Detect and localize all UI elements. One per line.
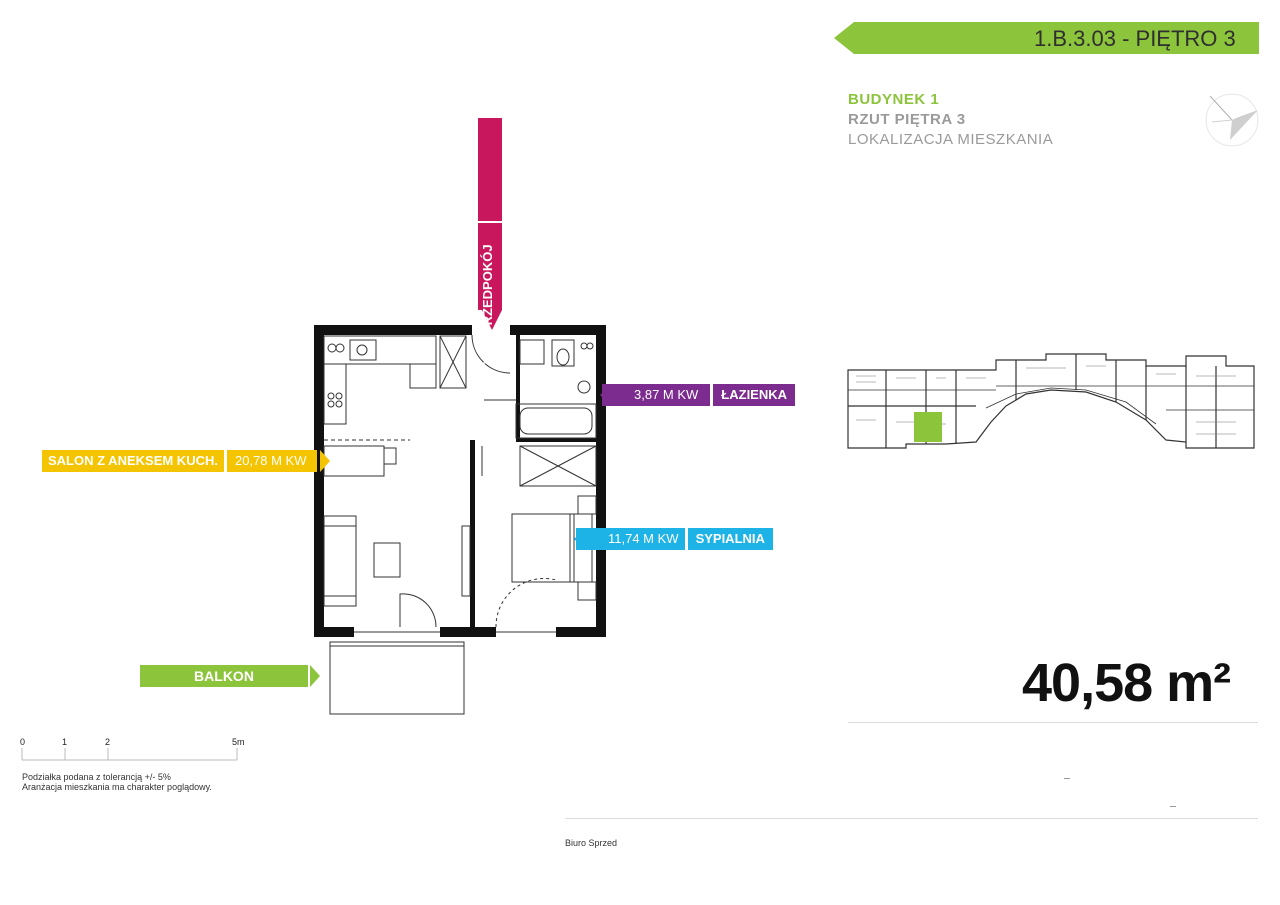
- balcony-label: BALKON: [140, 665, 308, 687]
- total-area: 40,58 m²: [1022, 652, 1231, 714]
- footer-text: Biuro Sprzed: [565, 838, 618, 848]
- living-room-area: 20,78 M KW: [226, 450, 317, 472]
- hall-label: PRZEDPOKÓJ 4,19 M KW: [478, 118, 502, 408]
- building-title: BUDYNEK 1: [848, 91, 940, 108]
- apartment-floor-plan: [310, 118, 612, 715]
- bedroom-area: 11,74 M KW: [576, 528, 685, 550]
- banner-shape: [834, 22, 1259, 54]
- scale-bar: [21, 748, 238, 761]
- bedroom-name: SYPIALNIA: [687, 528, 773, 550]
- divider-tick: [1064, 778, 1070, 779]
- bathroom-name: ŁAZIENKA: [713, 384, 796, 406]
- unit-title: 1.B.3.03 - PIĘTRO 3: [1034, 26, 1236, 52]
- divider-line: [565, 818, 1258, 819]
- hall-name: PRZEDPOKÓJ: [480, 244, 495, 334]
- floor-label: - PIĘTRO 3: [1122, 26, 1236, 51]
- divider-line: [848, 722, 1258, 723]
- balcony-name: BALKON: [140, 665, 308, 687]
- scale-tick-5m: 5m: [232, 737, 245, 747]
- building-key-plan: [847, 353, 1255, 449]
- hall-area: 4,19 M KW: [480, 343, 495, 408]
- bathroom-label: 3,87 M KW ŁAZIENKA: [602, 384, 796, 406]
- bedroom-label: 11,74 M KW SYPIALNIA: [576, 528, 773, 550]
- compass-icon: [1205, 93, 1259, 147]
- unit-code: 1.B.3.03: [1034, 26, 1116, 51]
- location-caption: LOKALIZACJA MIESZKANIA: [848, 131, 1054, 148]
- unit-banner: [834, 22, 1259, 54]
- bathroom-area: 3,87 M KW: [602, 384, 711, 406]
- arrangement-note: Aranżacja mieszkania ma charakter pogląd…: [22, 782, 212, 792]
- unit-location-highlight: [914, 412, 942, 442]
- scale-tick-0: 0: [20, 737, 26, 747]
- living-room-label: SALON Z ANEKSEM KUCH. 20,78 M KW: [42, 450, 317, 472]
- total-area-unit: m²: [1166, 653, 1231, 713]
- divider-tick: [1170, 806, 1176, 807]
- scale-tick-1: 1: [62, 737, 68, 747]
- total-area-value: 40,58: [1022, 653, 1153, 713]
- scale-tolerance-note: Podziałka podana z tolerancją +/- 5%: [22, 772, 171, 782]
- floor-plan-title: RZUT PIĘTRA 3: [848, 111, 966, 128]
- living-room-name: SALON Z ANEKSEM KUCH.: [42, 450, 224, 472]
- scale-tick-2: 2: [105, 737, 111, 747]
